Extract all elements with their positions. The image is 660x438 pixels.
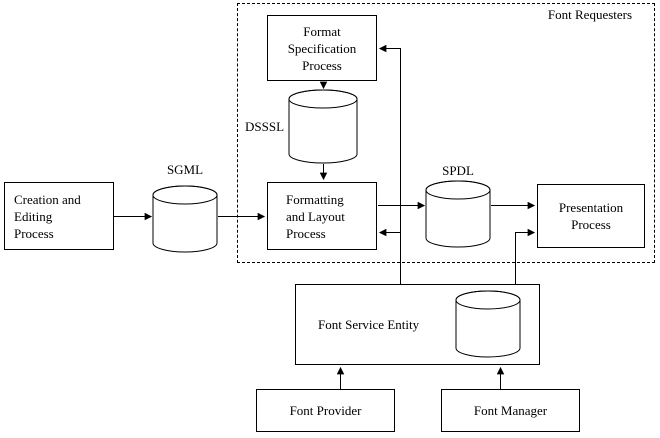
font-requesters-label: Font Requesters — [547, 7, 633, 22]
format-specification-process-label: Format Specification Process — [287, 23, 357, 73]
format-specification-process-box: Format Specification Process — [267, 15, 377, 81]
font-service-entity-box: Font Service Entity — [295, 284, 540, 365]
formatting-layout-process-label: Formatting and Layout Process — [286, 191, 345, 241]
presentation-process-label: Presentation Process — [558, 200, 624, 232]
formatting-layout-process-box: Formatting and Layout Process — [267, 182, 377, 250]
sgml-datastore-cylinder — [152, 185, 218, 253]
dsssl-datastore-label: DSSSL — [245, 119, 285, 134]
font-provider-label: Font Provider — [289, 403, 362, 418]
presentation-process-box: Presentation Process — [537, 184, 645, 248]
font-provider-box: Font Provider — [256, 389, 395, 432]
font-manager-label: Font Manager — [473, 403, 548, 418]
creation-editing-process-box: Creation and Editing Process — [4, 182, 114, 250]
font-manager-box: Font Manager — [441, 389, 580, 432]
creation-editing-process-label: Creation and Editing Process — [14, 191, 81, 241]
font-requesters-group-outline — [237, 3, 655, 263]
font-service-entity-label: Font Service Entity — [318, 317, 420, 332]
spdl-datastore-label: SPDL — [442, 163, 474, 178]
sgml-datastore-label: SGML — [166, 162, 204, 177]
